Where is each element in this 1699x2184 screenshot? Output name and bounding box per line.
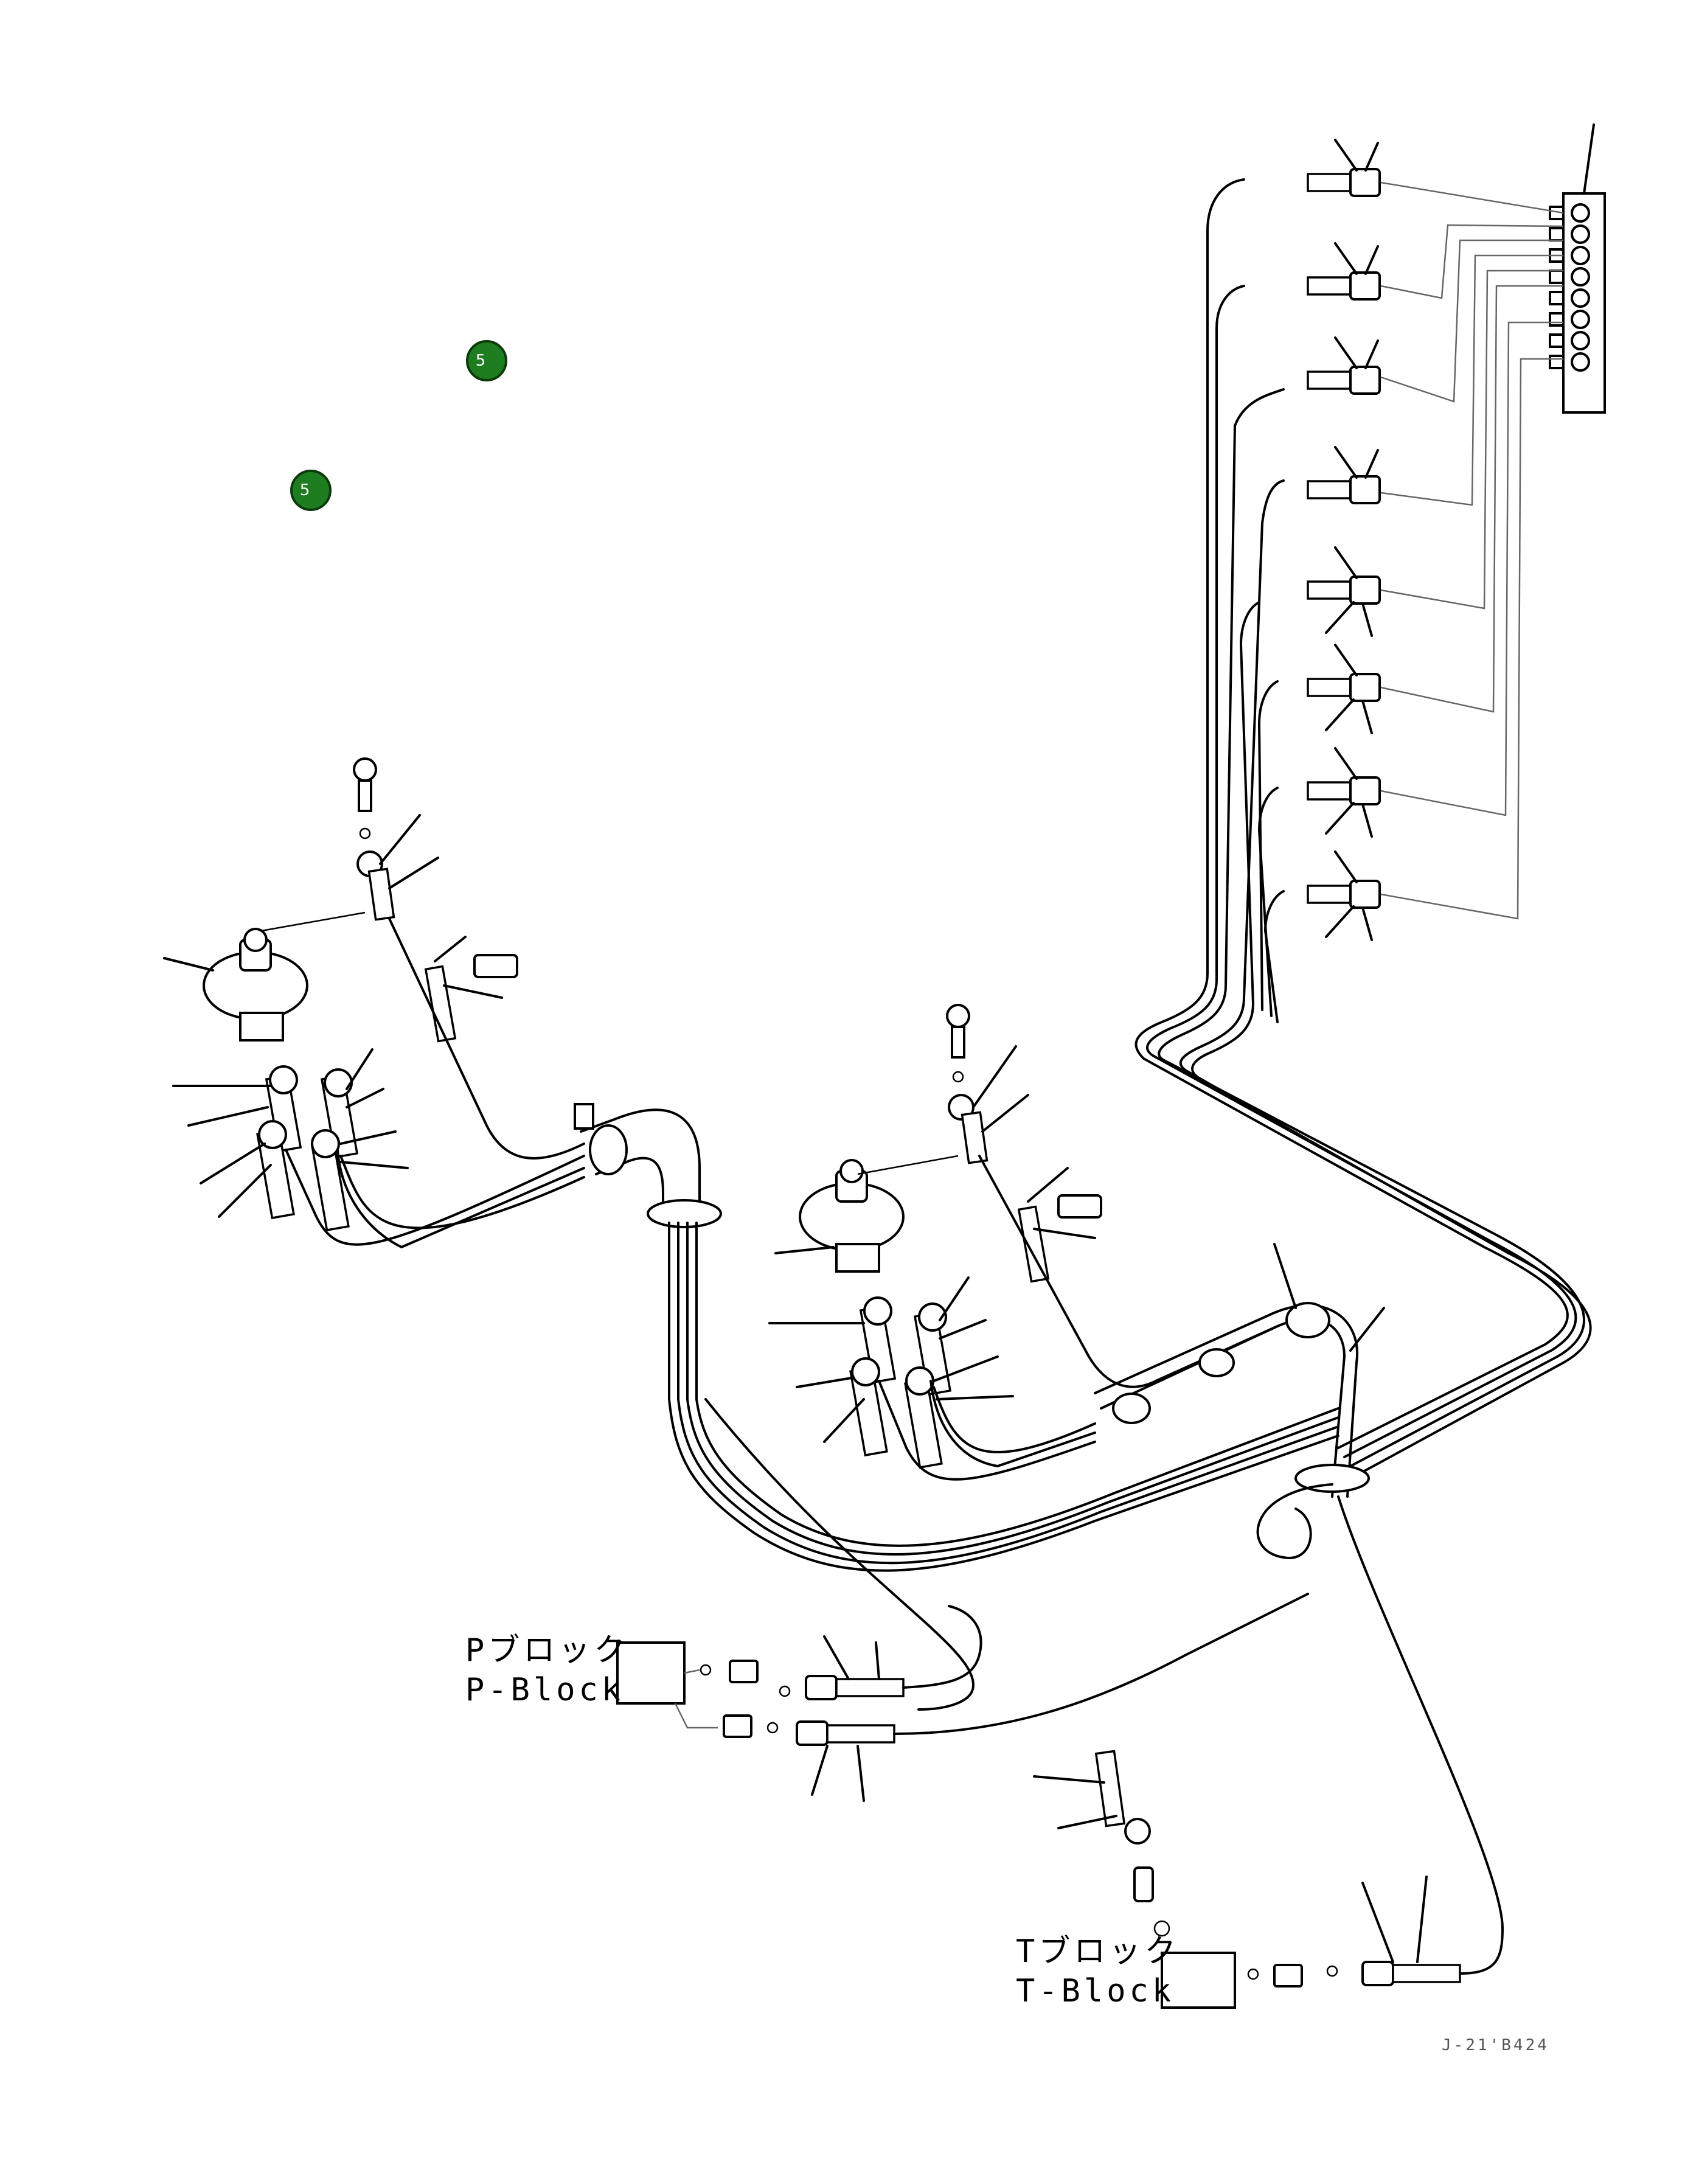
drawing-number: J-21'B424 — [1442, 2036, 1549, 2054]
right-ppc-fittings — [768, 1276, 1014, 1469]
manifold-port — [1571, 224, 1590, 244]
manifold-nipple — [1549, 227, 1565, 242]
left-ppc-valve — [163, 928, 308, 1042]
manifold-port — [1571, 331, 1590, 350]
hose-fitting — [1307, 139, 1381, 197]
hose-fitting — [1307, 850, 1381, 941]
right-ppc-bolt-assembly — [857, 1004, 1102, 1283]
elbow-pipe-upper — [574, 1103, 722, 1228]
main-hose-bundle — [668, 1222, 1339, 1711]
t-block-label-jp: Tブロック — [1016, 1933, 1180, 1970]
left-ppc-fittings — [172, 1048, 409, 1232]
manifold-nipple — [1549, 270, 1565, 284]
manifold-port — [1571, 203, 1590, 223]
reference-callout-1-number: 5 — [476, 352, 486, 370]
p-block-label-en: P-Block — [465, 1672, 624, 1708]
left-ppc-bolt-assembly — [261, 757, 518, 1043]
manifold-port — [1571, 246, 1590, 265]
reference-callout-2-number: 5 — [300, 481, 310, 499]
hose-fitting — [1307, 546, 1381, 637]
p-block-label-jp: Pブロック — [465, 1632, 629, 1669]
right-hose-fittings — [1307, 139, 1381, 941]
hose-fitting — [1307, 336, 1381, 395]
manifold-port — [1571, 288, 1590, 308]
pilot-hose-bundle — [1134, 178, 1592, 1476]
manifold-port — [1571, 352, 1590, 372]
hose-fitting — [1307, 644, 1381, 734]
valve-manifold-block — [1549, 123, 1606, 414]
manifold-nipple — [1549, 291, 1565, 305]
hose-fitting — [1307, 242, 1381, 301]
p-block-assembly — [616, 1593, 1309, 1802]
manifold-connection-lines — [1380, 181, 1564, 920]
hose-fitting — [1307, 747, 1381, 838]
left-hoses — [285, 917, 585, 1248]
elbow-pipe-lower — [1094, 1243, 1385, 1559]
manifold-nipple — [1549, 333, 1565, 348]
right-ppc-hoses — [878, 1155, 1279, 1481]
manifold-nipple — [1549, 355, 1565, 369]
reference-callout-2[interactable]: 5 — [290, 470, 332, 511]
manifold-port — [1571, 267, 1590, 287]
right-ppc-valve — [774, 1159, 905, 1273]
reference-callout-1[interactable]: 5 — [466, 340, 507, 381]
manifold-nipple — [1549, 312, 1565, 327]
t-block-label-en: T-Block — [1016, 1973, 1175, 2009]
hose-fitting — [1307, 446, 1381, 504]
manifold-port — [1571, 310, 1590, 329]
t-block-assembly — [1033, 1495, 1504, 2009]
